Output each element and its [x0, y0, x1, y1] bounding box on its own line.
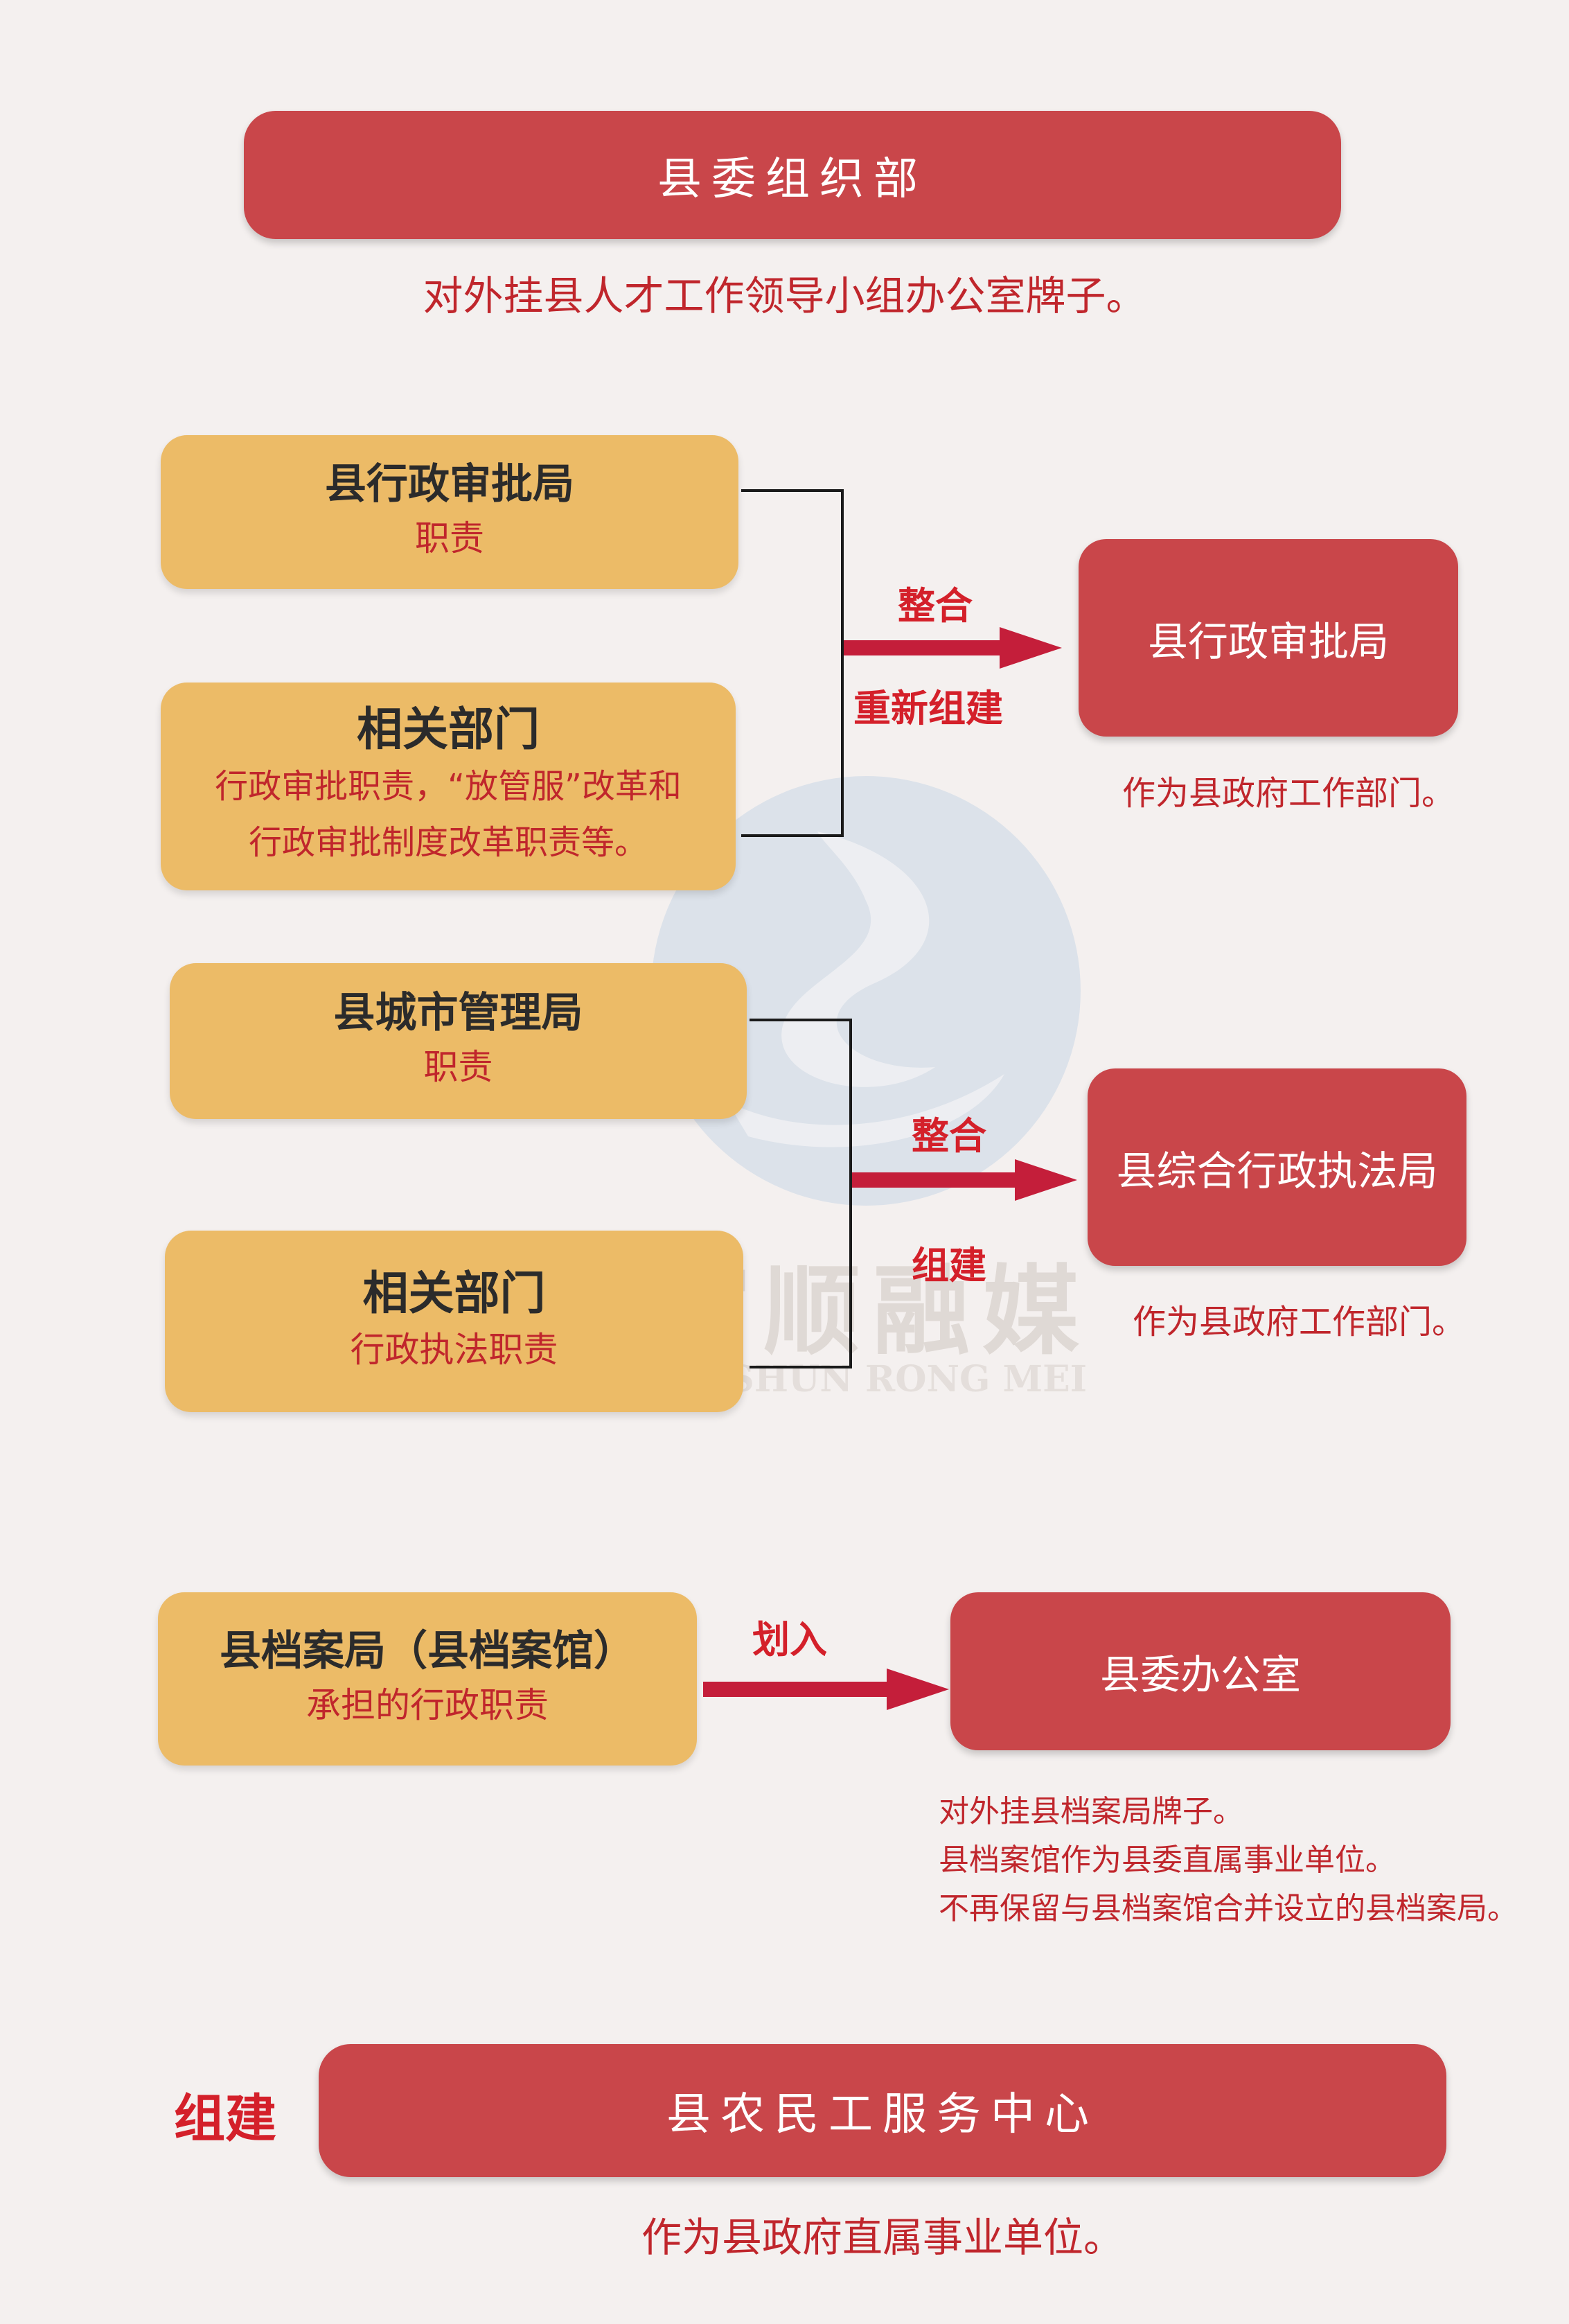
group3-note-2: 县档案馆作为县委直属事业单位。 [939, 1842, 1396, 1878]
group4-label: 组建 [174, 2089, 276, 2149]
group1-source1: 县行政审批局 职责 [161, 435, 738, 589]
watermark: 富顺融媒 FU SHUN RONG MEI [644, 776, 1101, 1414]
group2-target-note: 作为县政府工作部门。 [1132, 1303, 1465, 1341]
group2-source1-title: 县城市管理局 [333, 989, 583, 1037]
group2-source2: 相关部门 行政执法职责 [165, 1231, 743, 1412]
group2-target: 县综合行政执法局 [1088, 1068, 1466, 1266]
org-note: 对外挂县人才工作领导小组办公室牌子。 [423, 272, 1146, 319]
group3-note-3: 不再保留与县档案馆合并设立的县档案局。 [939, 1891, 1518, 1926]
group1-bracket-bottom [741, 834, 844, 837]
group2-source2-sub: 行政执法职责 [350, 1330, 558, 1371]
group1-source2-title: 相关部门 [357, 703, 540, 757]
group2-bracket-bottom [750, 1366, 852, 1368]
group1-source2: 相关部门 行政审批职责，“放管服”改革和 行政审批制度改革职责等。 [161, 683, 736, 890]
group1-source1-title: 县行政审批局 [325, 459, 574, 509]
group1-source2-sub-line2: 行政审批制度改革职责等。 [248, 823, 648, 863]
group3-source: 县档案局（县档案馆） 承担的行政职责 [158, 1592, 697, 1766]
group1-bracket-top [741, 489, 844, 492]
group2-source1: 县城市管理局 职责 [170, 963, 747, 1119]
group4-note: 作为县政府直属事业单位。 [641, 2214, 1124, 2261]
watermark-logo-icon [651, 776, 1081, 1206]
group3-note-1: 对外挂县档案局牌子。 [939, 1794, 1243, 1829]
group2-bracket-top [750, 1019, 852, 1021]
group3-label: 划入 [752, 1618, 827, 1662]
group1-target-note: 作为县政府工作部门。 [1122, 774, 1455, 813]
group2-bracket-vertical [849, 1019, 852, 1368]
group3-target: 县委办公室 [950, 1592, 1451, 1750]
group1-bracket-vertical [841, 489, 844, 837]
group2-label-top: 整合 [912, 1114, 986, 1158]
group3-arrow-icon [703, 1669, 949, 1710]
group1-target-label: 县行政审批局 [1147, 617, 1389, 665]
group4-title: 县农民工服务中心 [666, 2089, 1099, 2140]
group3-source-sub: 承担的行政职责 [306, 1684, 549, 1725]
group2-source1-sub: 职责 [423, 1047, 493, 1087]
group2-target-label: 县综合行政执法局 [1116, 1147, 1438, 1195]
group3-source-title: 县档案局（县档案馆） [220, 1626, 635, 1675]
group4-banner: 县农民工服务中心 [319, 2044, 1446, 2177]
group1-target: 县行政审批局 [1079, 539, 1458, 737]
org-title: 县委组织部 [657, 153, 928, 205]
group1-source2-sub-line1: 行政审批职责，“放管服”改革和 [215, 766, 682, 806]
org-banner: 县委组织部 [244, 111, 1341, 239]
group3-target-label: 县委办公室 [1099, 1651, 1301, 1698]
group1-arrow-icon [844, 627, 1062, 669]
group2-label-bottom: 组建 [912, 1244, 986, 1287]
group2-source2-title: 相关部门 [362, 1266, 546, 1320]
group1-label-top: 整合 [898, 584, 973, 628]
group3-notes: 对外挂县档案局牌子。 县档案馆作为县委直属事业单位。 不再保留与县档案馆合并设立… [939, 1788, 1562, 1933]
group1-label-bottom: 重新组建 [853, 687, 1003, 730]
group2-arrow-icon [852, 1159, 1077, 1201]
group1-source1-sub: 职责 [415, 518, 484, 558]
